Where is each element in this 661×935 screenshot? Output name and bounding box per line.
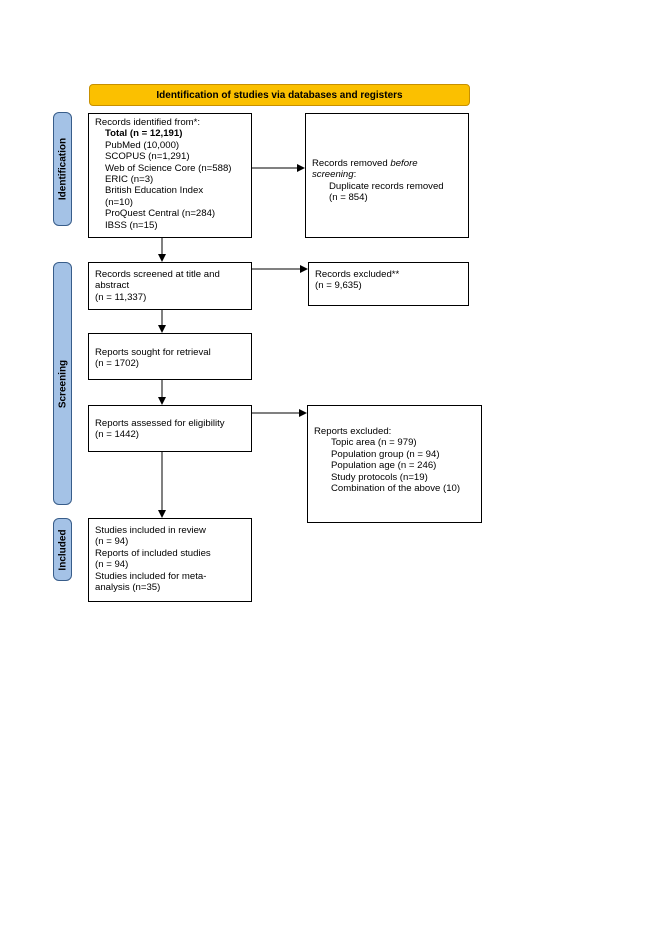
records-removed-box: Records removed before screening: Duplic…: [305, 113, 469, 238]
removed-line1-italic: before: [390, 158, 418, 169]
reports-excluded-title: Reports excluded:: [314, 426, 392, 437]
records-excluded-box: Records excluded** (n = 9,635): [308, 262, 469, 306]
reports-excluded-item: Topic area (n = 979): [331, 437, 417, 449]
sought-count: (n = 1702): [95, 358, 140, 370]
header-banner: Identification of studies via databases …: [89, 84, 470, 106]
included-line: Reports of included studies: [95, 547, 211, 559]
identified-source: SCOPUS (n=1,291): [105, 151, 190, 163]
records-identified-box: Records identified from*: Total (n = 12,…: [88, 113, 252, 238]
identified-source: PubMed (10,000): [105, 139, 180, 151]
screened-line1: Records screened at title and: [95, 269, 220, 280]
sought-line1: Reports sought for retrieval: [95, 347, 211, 358]
removed-line1: Records removed before: [312, 158, 462, 169]
identified-source: British Education Index: [105, 185, 204, 197]
reports-excluded-item: Combination of the above (10): [331, 483, 461, 495]
included-line: analysis (n=35): [95, 582, 161, 594]
reports-assessed-box: Reports assessed for eligibility (n = 14…: [88, 405, 252, 452]
removed-line2-italic: screening: [312, 169, 354, 181]
reports-excluded-item: Population group (n = 94): [331, 448, 440, 460]
phase-screening: Screening: [53, 262, 72, 505]
identified-source: IBSS (n=15): [105, 219, 158, 231]
identified-source: (n=10): [105, 196, 133, 208]
identified-source: Web of Science Core (n=588): [105, 162, 232, 174]
excluded-line1: Records excluded**: [315, 269, 400, 280]
identified-total: Total (n = 12,191): [105, 128, 183, 140]
identified-source: ERIC (n=3): [105, 174, 154, 186]
removed-line2: screening:: [312, 169, 462, 180]
header-title: Identification of studies via databases …: [156, 89, 403, 101]
excluded-count: (n = 9,635): [315, 280, 362, 292]
included-line: Studies included for meta-: [95, 570, 207, 582]
records-screened-box: Records screened at title and abstract (…: [88, 262, 252, 310]
assessed-line1: Reports assessed for eligibility: [95, 418, 225, 429]
removed-count: (n = 854): [329, 192, 368, 204]
included-line: (n = 94): [95, 536, 129, 548]
phase-included: Included: [53, 518, 72, 581]
screened-line2: abstract: [95, 280, 130, 292]
studies-included-box: Studies included in review (n = 94) Repo…: [88, 518, 252, 602]
included-line: (n = 94): [95, 559, 129, 571]
removed-item: Duplicate records removed: [329, 180, 444, 192]
screened-count: (n = 11,337): [95, 291, 147, 303]
reports-excluded-item: Study protocols (n=19): [331, 471, 428, 483]
assessed-count: (n = 1442): [95, 429, 140, 441]
identified-title: Records identified from*:: [95, 117, 201, 128]
phase-identification: Identification: [53, 112, 72, 226]
reports-sought-box: Reports sought for retrieval (n = 1702): [88, 333, 252, 380]
reports-excluded-item: Population age (n = 246): [331, 460, 437, 472]
included-line: Studies included in review: [95, 525, 206, 536]
identified-source: ProQuest Central (n=284): [105, 208, 216, 220]
removed-line2-suffix: :: [353, 169, 357, 181]
reports-excluded-box: Reports excluded: Topic area (n = 979) P…: [307, 405, 482, 523]
removed-line1-text: Records removed: [312, 158, 388, 169]
